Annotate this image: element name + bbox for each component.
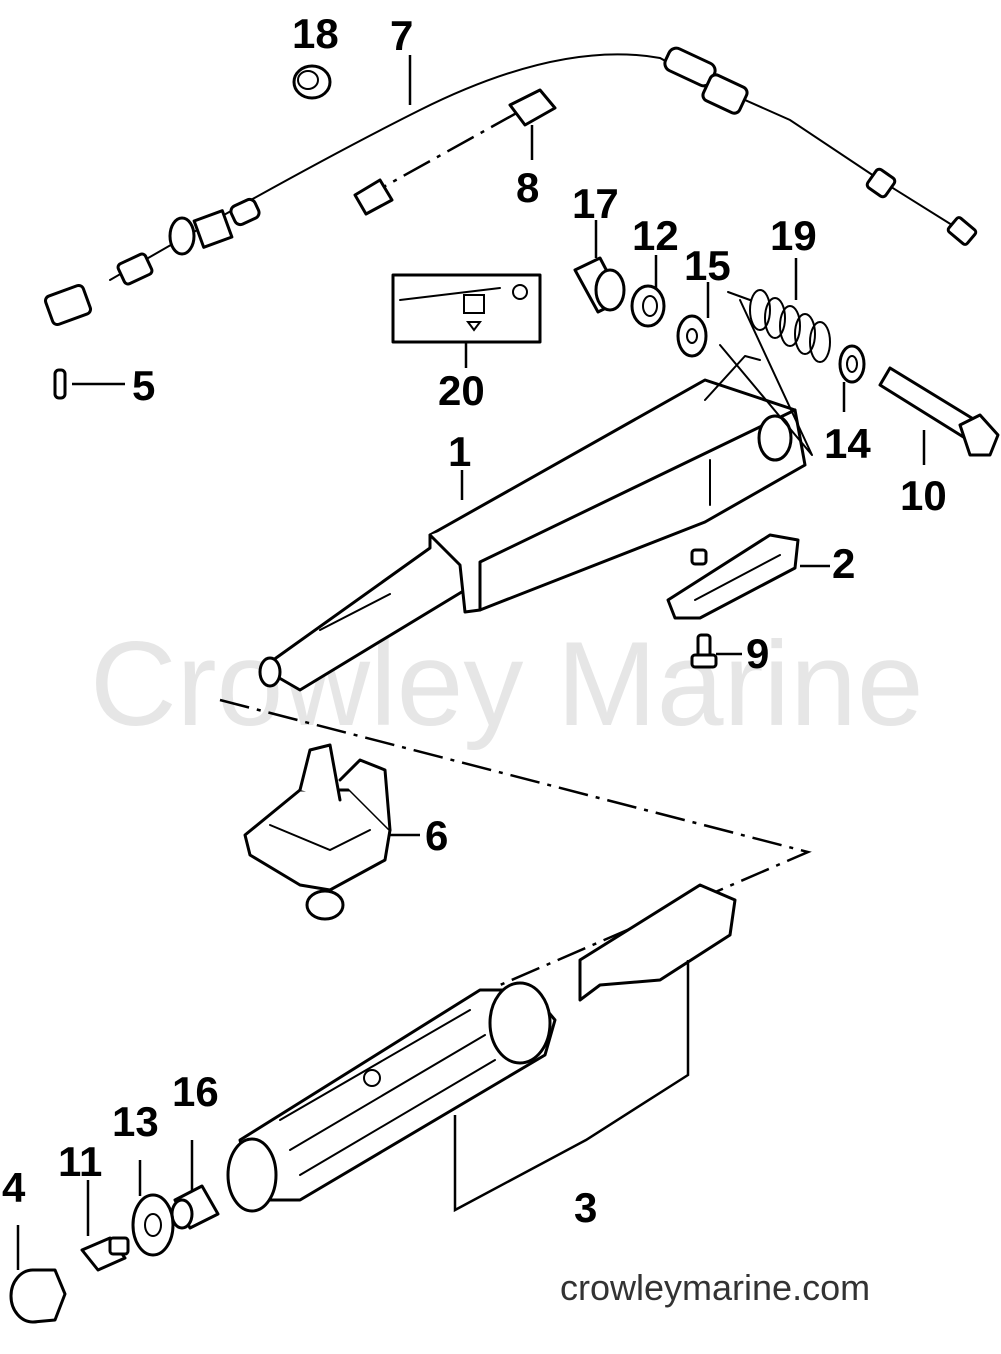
part-12-bushing[interactable] [630, 284, 666, 328]
part-17-collar[interactable] [573, 256, 626, 314]
callout-7: 7 [390, 12, 413, 59]
callout-5: 5 [132, 362, 155, 409]
part-3-grip[interactable] [226, 883, 737, 1213]
part-6-friction-block[interactable] [243, 743, 392, 921]
callout-8: 8 [516, 164, 539, 211]
part-5-pin[interactable] [53, 368, 67, 400]
callout-20: 20 [438, 367, 485, 414]
callout-2: 2 [832, 540, 855, 587]
part-4-cap[interactable] [9, 1268, 67, 1324]
callout-17: 17 [572, 180, 619, 227]
callout-15: 15 [684, 242, 731, 289]
part-7-cable[interactable] [43, 46, 978, 327]
callout-11: 11 [58, 1138, 102, 1185]
part-1-tiller-arm[interactable] [258, 355, 807, 692]
part-8-spring-rod[interactable] [353, 88, 557, 216]
callout-6: 6 [425, 812, 448, 859]
callout-14: 14 [824, 420, 871, 467]
callout-3: 3 [574, 1184, 597, 1231]
callout-12: 12 [632, 212, 679, 259]
callout-4: 4 [2, 1164, 26, 1211]
part-15-washer[interactable] [676, 314, 708, 358]
part-19-spring[interactable] [727, 289, 831, 363]
site-url[interactable]: crowleymarine.com [560, 1267, 870, 1308]
watermark-text: Crowley Marine [90, 617, 924, 751]
part-11-screw[interactable] [80, 1236, 130, 1272]
callout-13: 13 [112, 1098, 159, 1145]
callout-19: 19 [770, 212, 817, 259]
part-9-screw[interactable] [690, 633, 718, 669]
callout-18: 18 [292, 10, 339, 57]
part-16-spacer[interactable] [170, 1184, 220, 1230]
part-14-washer[interactable] [838, 344, 866, 384]
callout-1: 1 [448, 428, 471, 475]
callout-16: 16 [172, 1068, 219, 1115]
part-13-washer[interactable] [131, 1193, 175, 1257]
part-20-decal[interactable] [391, 273, 542, 344]
part-18-grommet[interactable] [292, 64, 332, 100]
part-10-bolt[interactable] [878, 366, 1000, 457]
callout-10: 10 [900, 472, 947, 519]
callout-9: 9 [746, 630, 769, 677]
part-2-bracket[interactable] [666, 533, 800, 620]
